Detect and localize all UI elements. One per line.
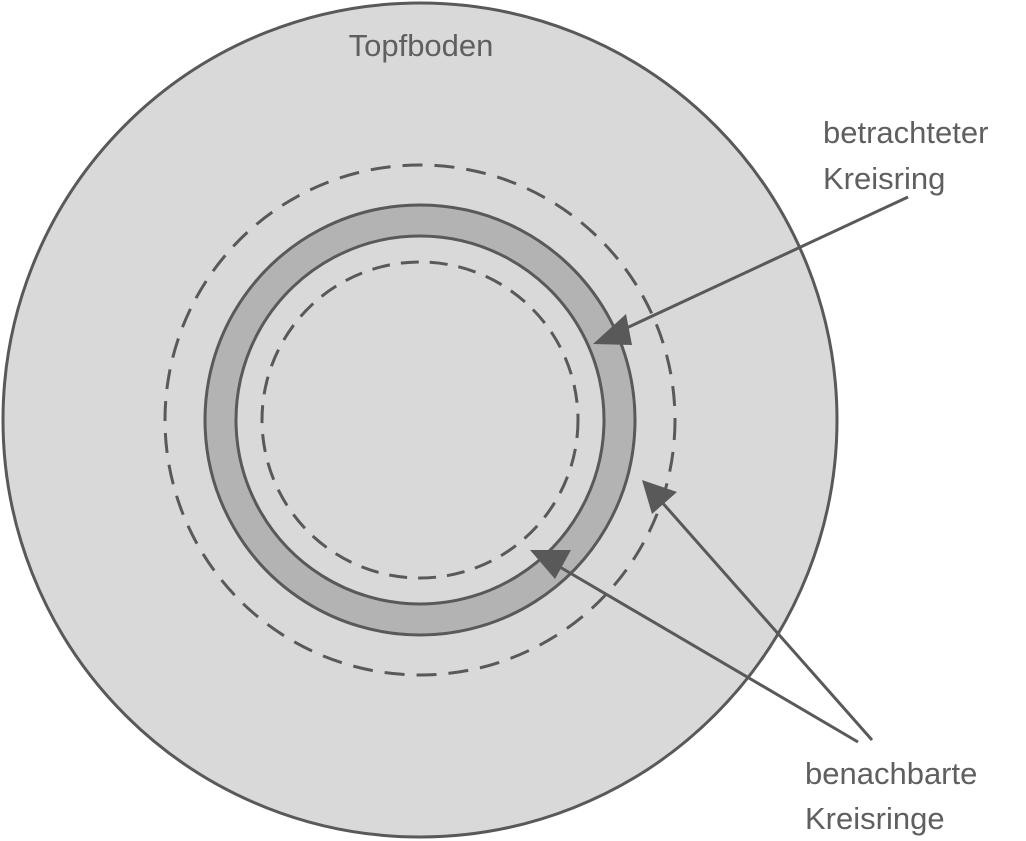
considered-ring [203,203,637,637]
pot-bottom-circle [1,1,839,839]
considered-ring-label-line2: Kreisring [823,161,945,196]
arrow-outer-neighbor [642,480,874,741]
neighbor-rings-label-line2: Kreisringe [805,801,945,836]
neighbor-rings-label-line1: benachbarte [805,756,977,791]
outer-neighbor-ring-dashed [163,163,677,677]
arrow-considered-ring [593,195,909,345]
arrow-inner-neighbor [530,550,859,744]
pot-bottom-label: Topfboden [349,28,494,63]
considered-ring-label-line1: betrachteter [823,115,988,150]
inner-neighbor-ring-dashed [260,260,580,580]
